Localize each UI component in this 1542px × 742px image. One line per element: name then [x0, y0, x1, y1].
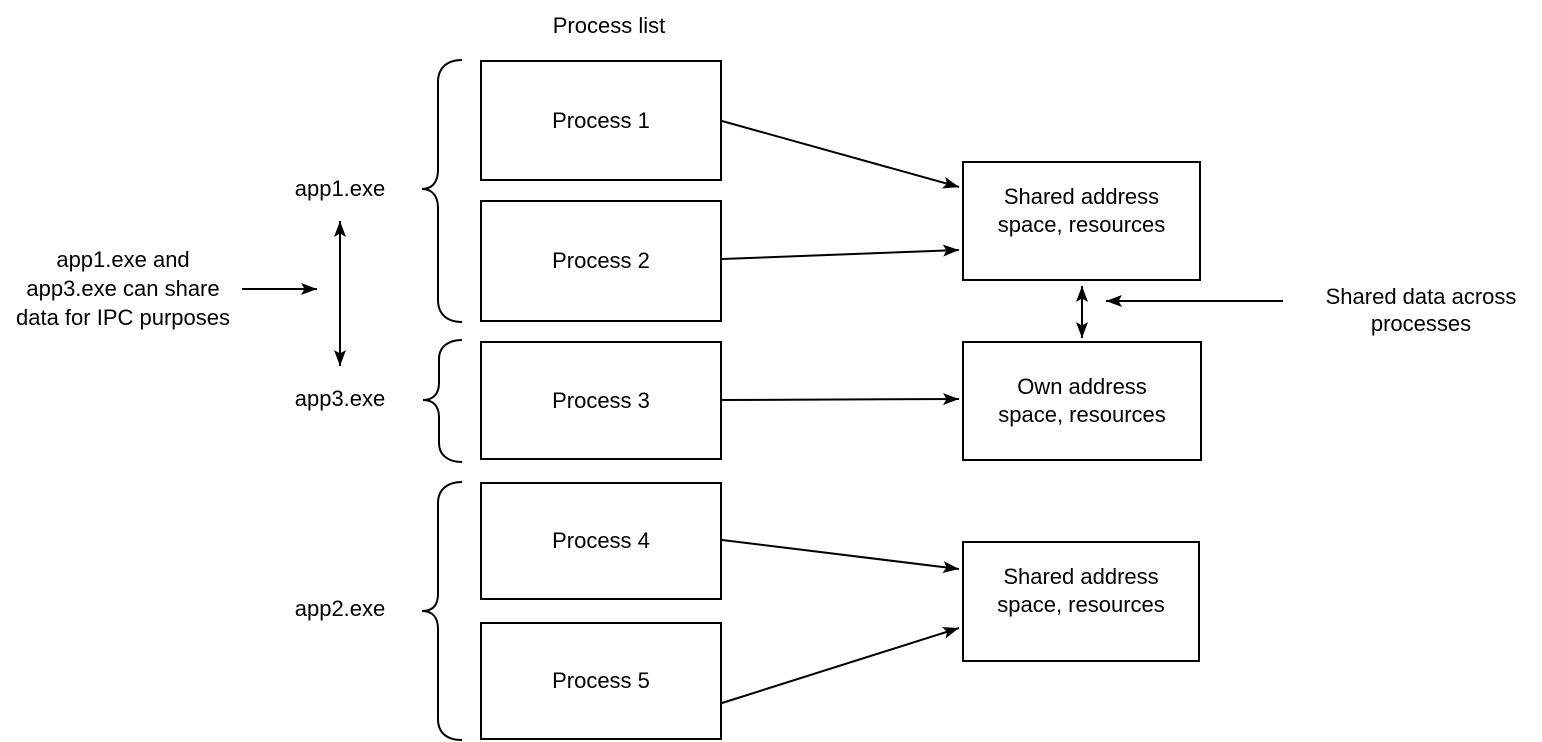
shared-data-annotation-line1: Shared data across — [1325, 284, 1517, 309]
brace-app2 — [421, 481, 463, 741]
shared-address-top-line1: Shared address — [1003, 184, 1160, 209]
process-1-box: Process 1 — [480, 60, 722, 181]
group-label-app3: app3.exe — [294, 386, 386, 411]
shared-data-annotation: Shared data across processes — [1300, 283, 1542, 337]
shared-address-bottom-line2: space, resources — [997, 592, 1165, 617]
own-address-box: Own address space, resources — [962, 341, 1202, 461]
ipc-annotation-line1: app1.exe and — [56, 247, 190, 272]
brace-app3 — [422, 339, 463, 463]
process-4-box: Process 4 — [480, 482, 722, 600]
process-4-label: Process 4 — [552, 528, 650, 553]
process-5-box: Process 5 — [480, 622, 722, 740]
process-1-label: Process 1 — [552, 107, 650, 133]
process-3-label: Process 3 — [552, 387, 650, 413]
process-3-box: Process 3 — [480, 341, 722, 460]
arrow-process5-to-shared-bottom — [721, 627, 960, 704]
shared-address-bottom-line1: Shared address — [1003, 564, 1159, 589]
arrow-process4-to-shared-bottom — [721, 539, 960, 574]
ipc-annotation: app1.exe and app3.exe can share data for… — [2, 245, 244, 332]
process-2-label: Process 2 — [552, 248, 650, 273]
shared-data-annotation-line2: processes — [1370, 311, 1472, 336]
group-label-app1: app1.exe — [294, 176, 386, 201]
brace-app1 — [421, 59, 463, 323]
arrow-process2-to-shared-top — [721, 244, 960, 260]
arrow-process3-to-own — [721, 393, 960, 406]
shared-address-bottom-box: Shared address space, resources — [962, 541, 1200, 662]
arrow-process1-to-shared-top — [721, 120, 960, 189]
process-5-label: Process 5 — [552, 668, 650, 693]
shared-address-top-line2: space, resources — [997, 212, 1166, 237]
ipc-annotation-line3: data for IPC purposes — [15, 305, 230, 330]
ipc-annotation-line2: app3.exe can share — [26, 276, 220, 301]
shared-address-top-box: Shared address space, resources — [962, 161, 1201, 281]
group-label-app2: app2.exe — [294, 596, 386, 621]
own-address-line2: space, resources — [998, 402, 1166, 427]
own-address-line1: Own address — [1017, 374, 1147, 399]
process-2-box: Process 2 — [480, 200, 722, 322]
diagram-title: Process list — [552, 13, 666, 38]
